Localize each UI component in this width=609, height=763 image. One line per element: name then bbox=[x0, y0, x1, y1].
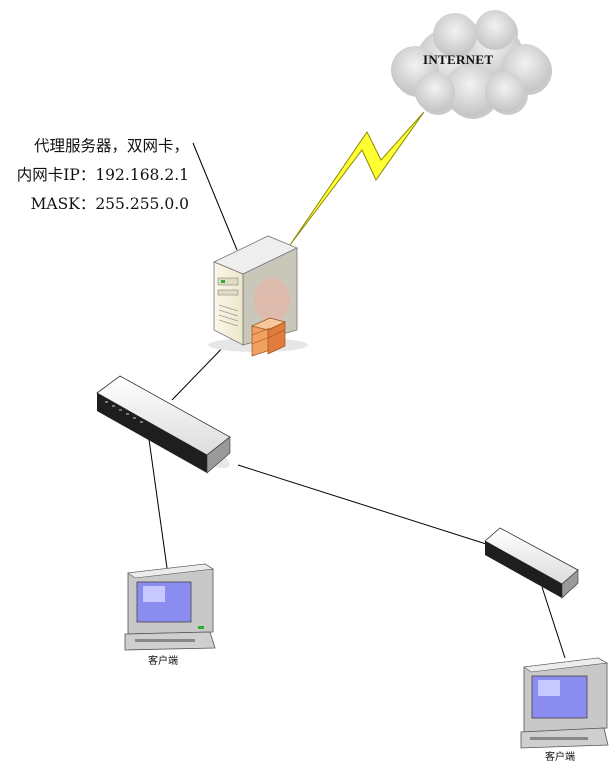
firewall-icon bbox=[250, 317, 287, 357]
switch-switch-link bbox=[237, 464, 506, 551]
internet-cloud bbox=[391, 10, 552, 119]
client-computer-icon-2 bbox=[520, 657, 609, 749]
internet-label: INTERNET bbox=[423, 52, 494, 67]
client-computer-icon bbox=[124, 563, 216, 651]
switch-client1-link bbox=[146, 424, 168, 569]
client-label-1: 客户端 bbox=[148, 656, 178, 667]
switch-icon bbox=[96, 375, 231, 474]
proxy-server-ip-label: 内网卡IP：192.168.2.1 bbox=[16, 166, 189, 184]
lightning-bolt-icon bbox=[289, 111, 425, 246]
callout-line bbox=[192, 142, 238, 251]
switch-client2-link bbox=[541, 586, 566, 659]
client-label-2: 客户端 bbox=[545, 752, 575, 763]
proxy-server-mask-label: MASK：255.255.0.0 bbox=[30, 195, 189, 213]
proxy-server-label-line1: 代理服务器，双网卡， bbox=[33, 137, 189, 155]
switch-icon-2 bbox=[484, 527, 579, 599]
proxy-server-icon bbox=[208, 235, 308, 357]
